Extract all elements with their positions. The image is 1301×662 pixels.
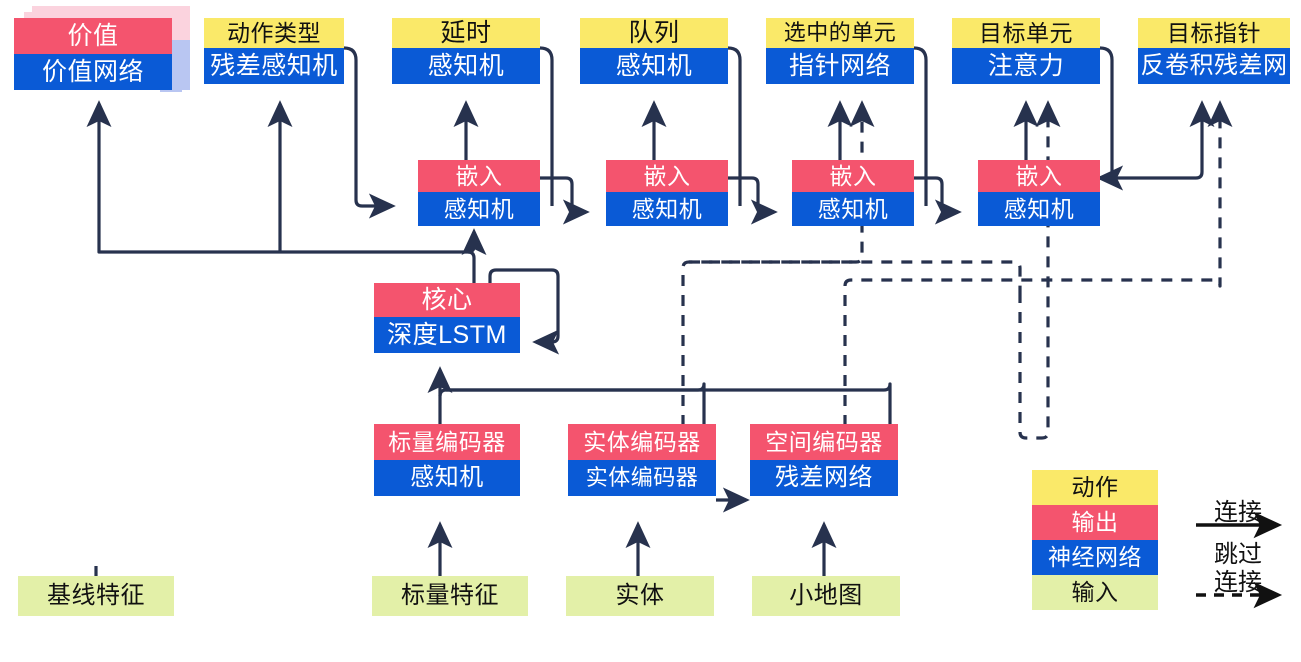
node-delay[interactable]: 延时 感知机 <box>392 18 540 84</box>
node-embed-4[interactable]: 嵌入 感知机 <box>978 160 1100 226</box>
wire-embed3-to-embed4 <box>914 176 962 225</box>
node-queued-top: 队列 <box>580 18 728 48</box>
node-entity-encoder-top: 实体编码器 <box>568 424 716 460</box>
node-selected-units[interactable]: 选中的单元 指针网络 <box>766 18 914 84</box>
input-baseline-features-label: 基线特征 <box>18 576 174 616</box>
legend-arrows <box>1196 511 1283 609</box>
skip-spatialenc-to-targetpoint <box>843 100 1233 466</box>
node-scalar-encoder[interactable]: 标量编码器 感知机 <box>374 424 520 496</box>
node-spatial-encoder-bottom: 残差网络 <box>750 460 898 496</box>
legend-swatches: 动作 输出 神经网络 输入 <box>1032 470 1158 610</box>
node-action-type-top: 动作类型 <box>204 18 344 48</box>
input-scalar-features-label: 标量特征 <box>372 576 528 616</box>
node-target-point-top: 目标指针 <box>1138 18 1290 48</box>
node-embed-3-top: 嵌入 <box>792 160 914 192</box>
skip-entityenc-to-targetunit <box>1018 100 1061 440</box>
node-scalar-encoder-bottom: 感知机 <box>374 460 520 496</box>
legend-connection-label: 连接 <box>1214 499 1262 526</box>
legend-skip-label-line1: 跳过 <box>1214 541 1262 568</box>
skip-connections <box>681 100 1233 466</box>
node-spatial-encoder[interactable]: 空间编码器 残差网络 <box>750 424 898 496</box>
node-queued[interactable]: 队列 感知机 <box>580 18 728 84</box>
wire-core-self-loop <box>488 268 560 355</box>
node-target-unit[interactable]: 目标单元 注意力 <box>952 18 1100 84</box>
input-entity-label: 实体 <box>566 576 714 616</box>
wire-encoder-bus <box>446 382 892 466</box>
wire-embed1-to-embed2 <box>540 176 590 225</box>
node-scalar-encoder-top: 标量编码器 <box>374 424 520 460</box>
node-embed-1[interactable]: 嵌入 感知机 <box>418 160 540 226</box>
skip-entityenc-to-selected <box>689 100 875 264</box>
node-target-unit-bottom: 注意力 <box>952 48 1100 84</box>
node-embed-2-top: 嵌入 <box>606 160 728 192</box>
node-embed-1-top: 嵌入 <box>418 160 540 192</box>
wire-delay-down <box>539 46 554 206</box>
node-delay-top: 延时 <box>392 18 540 48</box>
node-value[interactable]: 价值 价值网络 <box>14 18 172 90</box>
input-scalar-features[interactable]: 标量特征 <box>372 576 528 616</box>
node-action-type-bottom: 残差感知机 <box>204 48 344 84</box>
wire-core-to-embed1 <box>461 228 487 256</box>
wire-embed4-to-targetpoint <box>1100 100 1215 180</box>
node-selected-units-top: 选中的单元 <box>766 18 914 48</box>
wire-targetunit-to-embed4 <box>1096 46 1124 191</box>
legend-swatch-action: 动作 <box>1032 470 1158 505</box>
input-baseline-features[interactable]: 基线特征 <box>18 576 174 616</box>
input-minimap-label: 小地图 <box>752 576 900 616</box>
legend-swatch-output: 输出 <box>1032 505 1158 540</box>
node-embed-3[interactable]: 嵌入 感知机 <box>792 160 914 226</box>
node-action-type[interactable]: 动作类型 残差感知机 <box>204 18 344 84</box>
wire-queued-down <box>727 46 742 206</box>
legend-skip-label-line2: 连接 <box>1214 569 1262 596</box>
node-embed-4-bottom: 感知机 <box>978 192 1100 226</box>
node-embed-2-bottom: 感知机 <box>606 192 728 226</box>
node-core-bottom: 深度LSTM <box>374 317 520 353</box>
node-embed-1-bottom: 感知机 <box>418 192 540 226</box>
node-embed-4-top: 嵌入 <box>978 160 1100 192</box>
legend-swatch-input: 输入 <box>1032 575 1158 610</box>
node-queued-bottom: 感知机 <box>580 48 728 84</box>
wire-selected-down <box>913 46 928 206</box>
node-embed-3-bottom: 感知机 <box>792 192 914 226</box>
node-delay-bottom: 感知机 <box>392 48 540 84</box>
node-target-unit-top: 目标单元 <box>952 18 1100 48</box>
node-spatial-encoder-top: 空间编码器 <box>750 424 898 460</box>
node-value-bottom: 价值网络 <box>14 54 172 90</box>
input-entity[interactable]: 实体 <box>566 576 714 616</box>
node-entity-encoder[interactable]: 实体编码器 实体编码器 <box>568 424 716 496</box>
node-embed-2[interactable]: 嵌入 感知机 <box>606 160 728 226</box>
solid-connections <box>86 46 1215 598</box>
node-target-point[interactable]: 目标指针 反卷积残差网 <box>1138 18 1290 84</box>
input-minimap[interactable]: 小地图 <box>752 576 900 616</box>
node-target-point-bottom: 反卷积残差网 <box>1138 48 1290 84</box>
wire-embed2-to-embed3 <box>728 176 778 225</box>
node-entity-encoder-bottom: 实体编码器 <box>568 460 716 496</box>
node-core-top: 核心 <box>374 283 520 317</box>
node-value-top: 价值 <box>14 18 172 54</box>
node-core[interactable]: 核心 深度LSTM <box>374 283 520 353</box>
legend-swatch-network: 神经网络 <box>1032 540 1158 575</box>
node-selected-units-bottom: 指针网络 <box>766 48 914 84</box>
wire-actiontype-to-embed1 <box>343 46 396 219</box>
